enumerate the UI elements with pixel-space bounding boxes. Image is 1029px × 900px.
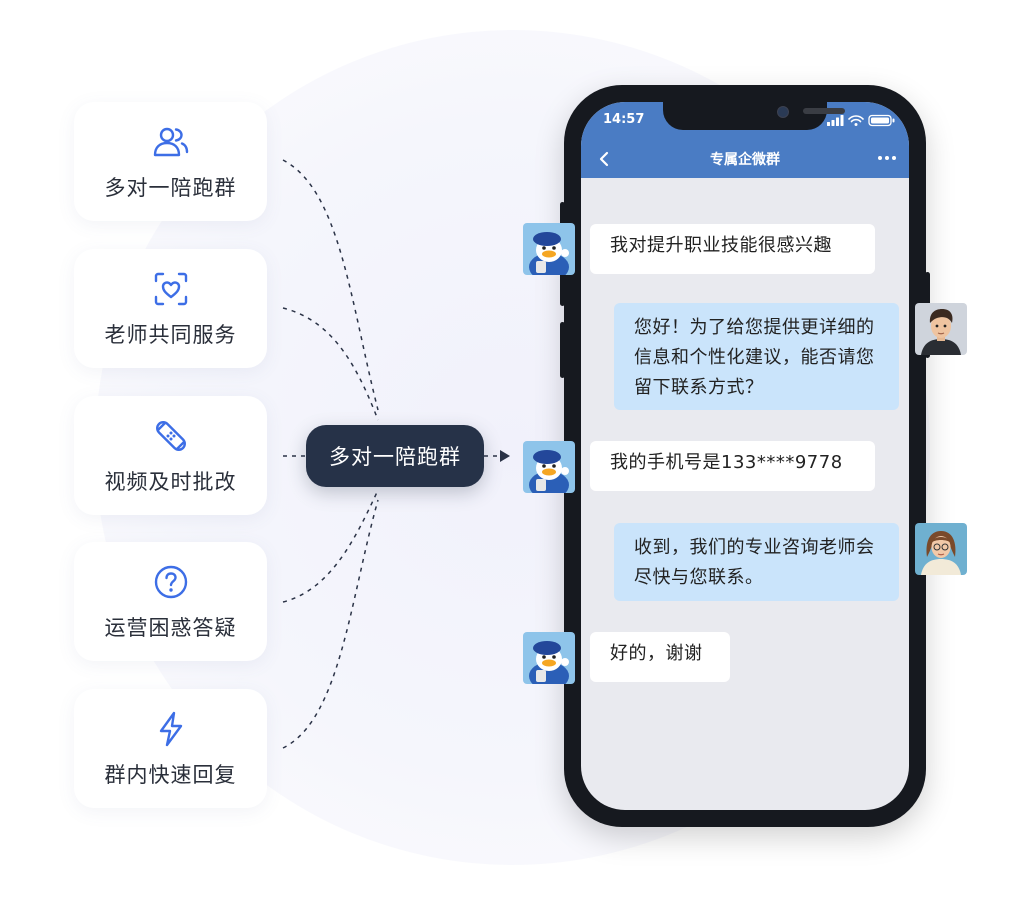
message-bubble: 好的，谢谢 — [590, 632, 730, 682]
message-bubble: 您好！为了给您提供更详细的信息和个性化建议，能否请您留下联系方式？ — [614, 303, 899, 410]
phone-volume-up — [560, 250, 565, 306]
feature-card-quick-reply[interactable]: 群内快速回复 — [74, 689, 267, 808]
phone-volume-down — [560, 322, 565, 378]
feature-label: 运营困惑答疑 — [104, 615, 237, 640]
feature-card-video[interactable]: 视频及时批改 — [74, 396, 267, 515]
feature-card-teachers[interactable]: 老师共同服务 — [74, 249, 267, 368]
question-icon — [154, 565, 187, 598]
more-options-icon[interactable] — [877, 151, 897, 165]
feature-label: 群内快速回复 — [104, 762, 237, 787]
male-teacher-avatar[interactable] — [915, 303, 967, 355]
chat-title: 专属企微群 — [710, 152, 780, 168]
duck-avatar[interactable] — [523, 223, 575, 275]
speaker-grill — [803, 108, 845, 114]
lightning-icon — [159, 711, 182, 746]
back-chevron-icon[interactable] — [595, 149, 615, 169]
feature-label: 多对一陪跑群 — [104, 175, 237, 200]
battery-icon — [868, 114, 895, 127]
female-teacher-avatar[interactable] — [915, 523, 967, 575]
wifi-icon — [848, 115, 864, 123]
message-bubble: 收到，我们的专业咨询老师会尽快与您联系。 — [614, 523, 899, 601]
status-time: 14:57 — [603, 112, 645, 127]
signal-icon — [827, 115, 844, 126]
duck-avatar[interactable] — [523, 632, 575, 684]
feature-label: 视频及时批改 — [104, 469, 237, 494]
face-heart-icon — [154, 272, 187, 305]
message-bubble: 我对提升职业技能很感兴趣 — [590, 224, 875, 274]
duck-avatar[interactable] — [523, 441, 575, 493]
bandage-icon — [155, 420, 186, 451]
phone-side-button — [560, 202, 565, 230]
center-hub-label: 多对一陪跑群 — [306, 425, 484, 487]
feature-card-qa[interactable]: 运营困惑答疑 — [74, 542, 267, 661]
phone-notch — [663, 102, 845, 130]
feature-card-multi-group[interactable]: 多对一陪跑群 — [74, 102, 267, 221]
front-camera — [777, 106, 789, 118]
feature-label: 老师共同服务 — [104, 322, 237, 347]
users-icon — [153, 127, 188, 156]
message-bubble: 我的手机号是133****9778 — [590, 441, 875, 491]
status-icons — [827, 114, 895, 127]
